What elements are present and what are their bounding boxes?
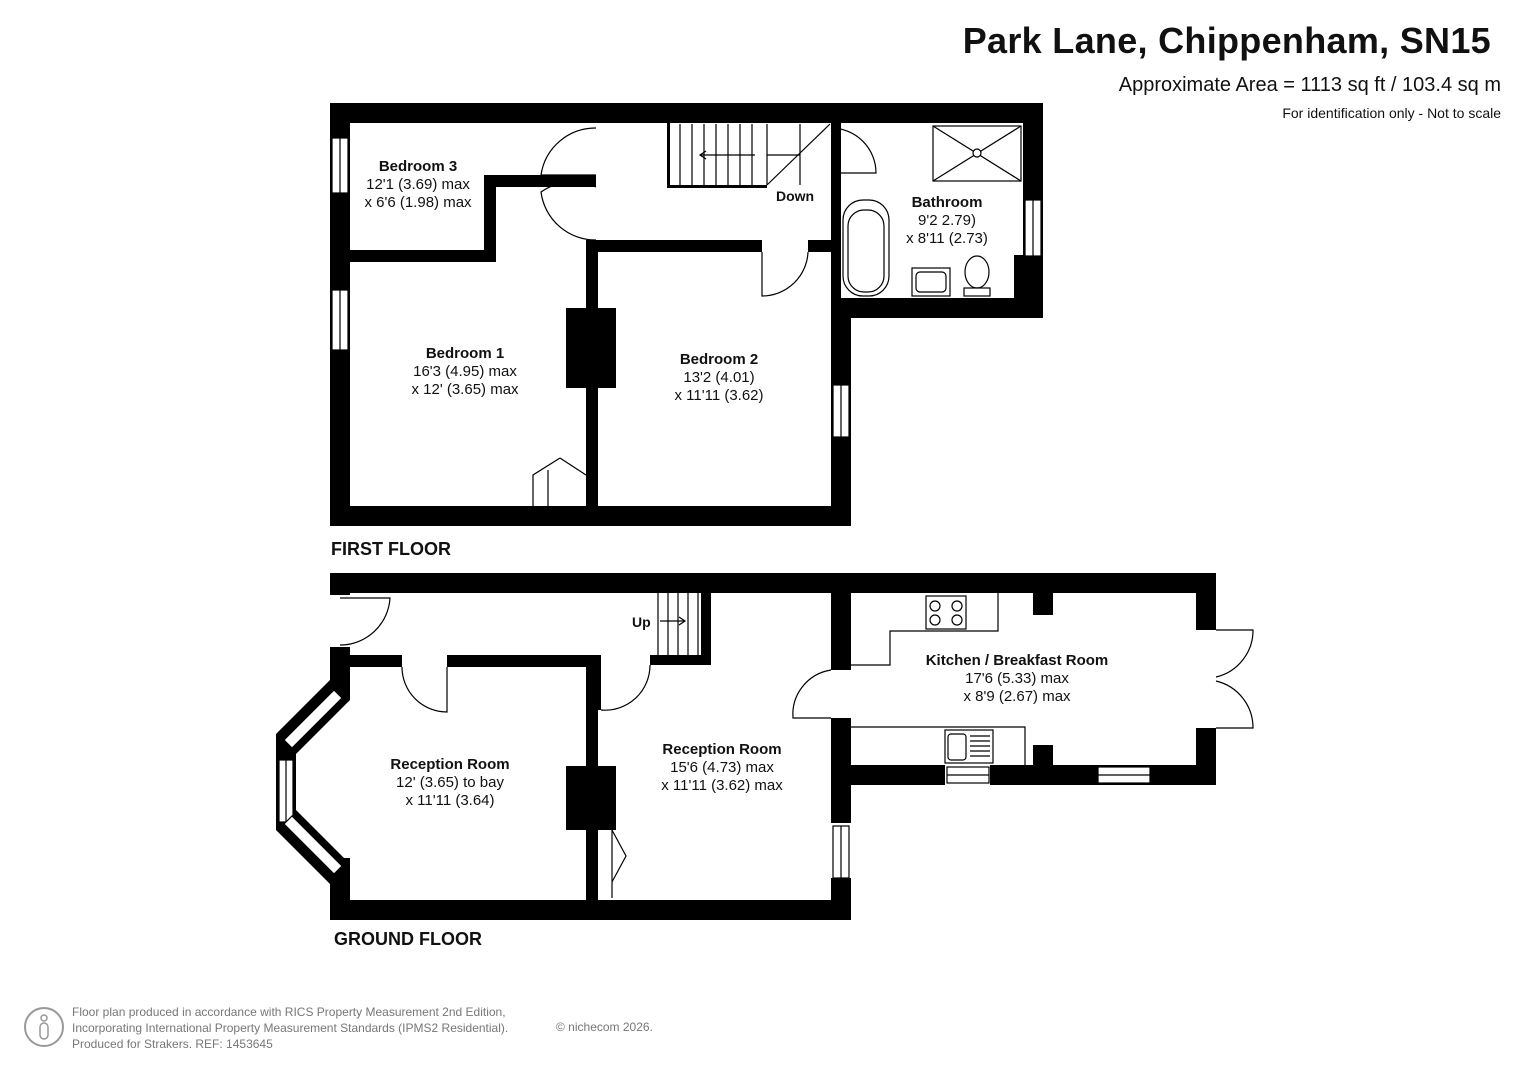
scale-note: For identification only - Not to scale	[1282, 105, 1501, 121]
approximate-area: Approximate Area = 1113 sq ft / 103.4 sq…	[1118, 74, 1501, 96]
room-bathroom: Bathroom 9'2 2.79) x 8'11 (2.73)	[906, 194, 988, 247]
room-bedroom-2: Bedroom 2 13'2 (4.01) x 11'11 (3.62)	[674, 351, 764, 404]
room-reception-rear: Reception Room 15'6 (4.73) max x 11'11 (…	[661, 741, 783, 794]
room-bedroom-1: Bedroom 1 16'3 (4.95) max x 12' (3.65) m…	[411, 345, 519, 398]
first-floor-label: FIRST FLOOR	[331, 539, 451, 559]
stairs-down-label: Down	[776, 188, 815, 204]
first-floor-details	[331, 123, 1042, 506]
first-floor-plan	[330, 103, 1043, 526]
stairs-up-label: Up	[632, 614, 651, 630]
ground-floor-label: GROUND FLOOR	[334, 929, 482, 949]
room-bedroom-3: Bedroom 3 12'1 (3.69) max x 6'6 (1.98) m…	[364, 158, 472, 211]
copyright-notice: © nichecom 2026.	[556, 1020, 653, 1034]
rics-logo-icon	[24, 1007, 64, 1047]
room-kitchen-breakfast: Kitchen / Breakfast Room 17'6 (5.33) max…	[925, 652, 1109, 705]
footer-text: Floor plan produced in accordance with R…	[72, 1005, 509, 1051]
property-title: Park Lane, Chippenham, SN15	[962, 20, 1491, 61]
room-reception-front: Reception Room 12' (3.65) to bay x 11'11…	[390, 756, 510, 809]
ground-floor-details	[278, 593, 1254, 898]
